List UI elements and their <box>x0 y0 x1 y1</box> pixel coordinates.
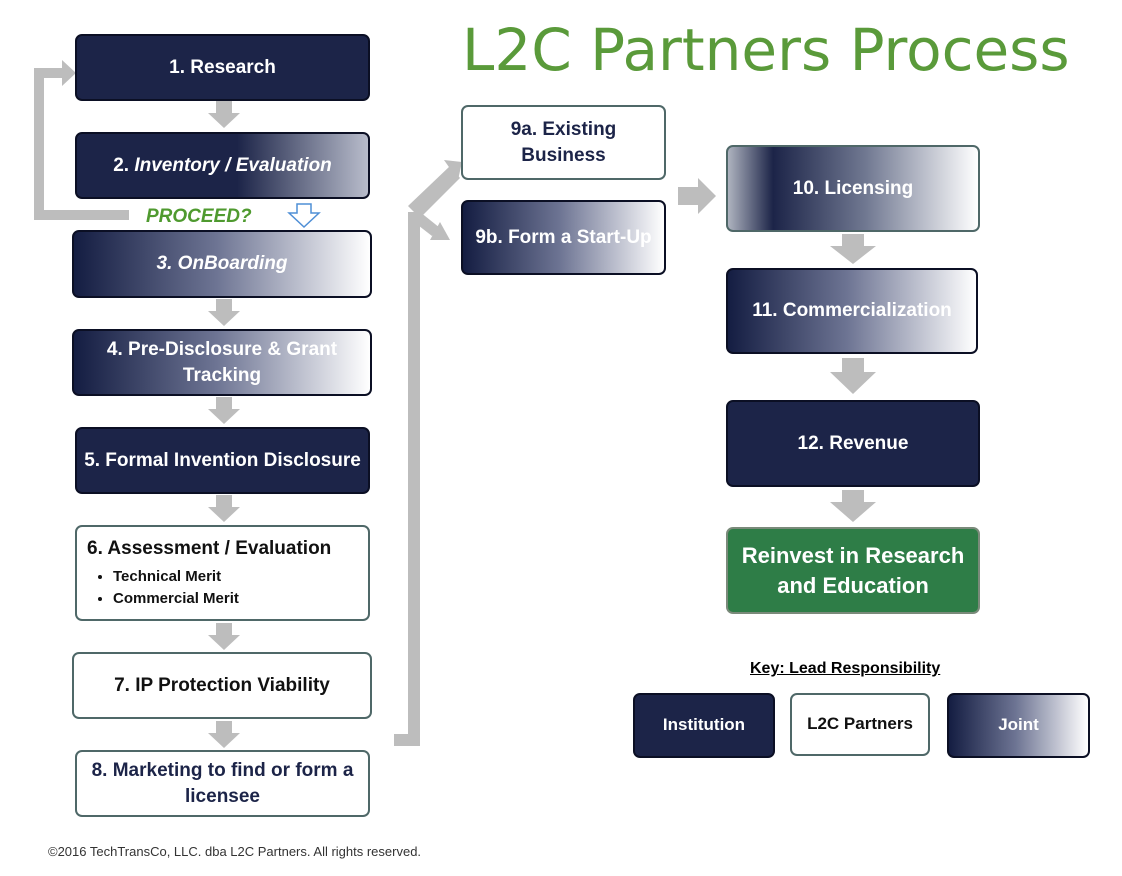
down-arrow-12-reinvest <box>830 490 876 522</box>
step-7-ip-protection: 7. IP Protection Viability <box>72 652 372 719</box>
step-2-inventory-evaluation: 2. Inventory / Evaluation <box>75 132 370 199</box>
step-12-revenue: 12. Revenue <box>726 400 980 487</box>
step-10-number: 10. <box>792 177 820 199</box>
step-5-label: 5. Formal Invention Disclosure <box>84 449 361 471</box>
down-arrow-11-12 <box>830 358 876 394</box>
key-l2c-label: L2C Partners <box>807 714 913 734</box>
step-6-bullet-list: Technical Merit Commercial Merit <box>87 566 239 610</box>
down-arrow-7-8 <box>208 721 240 748</box>
step-9b-start-up: 9b. Form a Start-Up <box>461 200 666 275</box>
down-arrow-10-11 <box>830 234 876 264</box>
key-joint-label: Joint <box>998 715 1039 735</box>
step-1-research: 1. Research <box>75 34 370 101</box>
step-4-label: 4. Pre-Disclosure & Grant Tracking <box>106 338 338 386</box>
step-2-number: 2. <box>113 154 135 176</box>
down-arrow-3-4 <box>208 299 240 326</box>
step-12-label: 12. Revenue <box>797 432 909 454</box>
key-joint: Joint <box>947 693 1090 758</box>
proceed-label: PROCEED? <box>146 206 252 227</box>
down-arrow-5-6 <box>208 495 240 522</box>
feedback-loop-arrow <box>34 60 129 220</box>
down-arrow-6-7 <box>208 623 240 650</box>
proceed-arrow-icon <box>287 203 321 229</box>
step-6-assessment: 6. Assessment / Evaluation Technical Mer… <box>75 525 370 621</box>
key-institution-label: Institution <box>662 715 746 735</box>
down-arrow-1-2 <box>208 101 240 128</box>
branch-arrow-8-to-9 <box>394 160 462 746</box>
reinvest-box: Reinvest in Research and Education <box>726 527 980 614</box>
right-arrow-9-10 <box>678 178 716 214</box>
step-9b-label: 9b. Form a Start-Up <box>475 226 652 248</box>
key-institution: Institution <box>633 693 775 758</box>
step-3-label: 3. OnBoarding <box>156 253 288 275</box>
step-5-formal-invention-disclosure: 5. Formal Invention Disclosure <box>75 427 370 494</box>
step-8-marketing: 8. Marketing to find or form a licensee <box>75 750 370 817</box>
down-arrow-4-5 <box>208 397 240 424</box>
step-8-label: 8. Marketing to find or form a licensee <box>91 759 354 807</box>
step-2-label: Inventory / Evaluation <box>134 154 332 176</box>
step-9a-label: 9a. Existing Business <box>510 118 617 166</box>
step-11-label: 11. Commercialization <box>752 300 952 322</box>
step-10-label: Licensing <box>824 177 914 199</box>
step-9a-existing-business: 9a. Existing Business <box>461 105 666 180</box>
step-1-label: 1. Research <box>169 56 276 78</box>
step-4-pre-disclosure: 4. Pre-Disclosure & Grant Tracking <box>72 329 372 396</box>
step-6-heading: 6. Assessment / Evaluation <box>87 538 332 560</box>
step-11-commercialization: 11. Commercialization <box>726 268 978 354</box>
step-7-label: 7. IP Protection Viability <box>114 674 330 696</box>
step-3-onboarding: 3. OnBoarding <box>72 230 372 298</box>
page-title: L2C Partners Process <box>462 16 1070 84</box>
step-6-bullet-commercial: Commercial Merit <box>113 588 239 610</box>
step-6-bullet-technical: Technical Merit <box>113 566 239 588</box>
step-10-licensing: 10. Licensing <box>726 145 980 232</box>
copyright-notice: ©2016 TechTransCo, LLC. dba L2C Partners… <box>48 844 422 859</box>
key-l2c-partners: L2C Partners <box>790 693 930 756</box>
reinvest-label: Reinvest in Research and Education <box>741 542 965 598</box>
key-title: Key: Lead Responsibility <box>750 660 941 677</box>
